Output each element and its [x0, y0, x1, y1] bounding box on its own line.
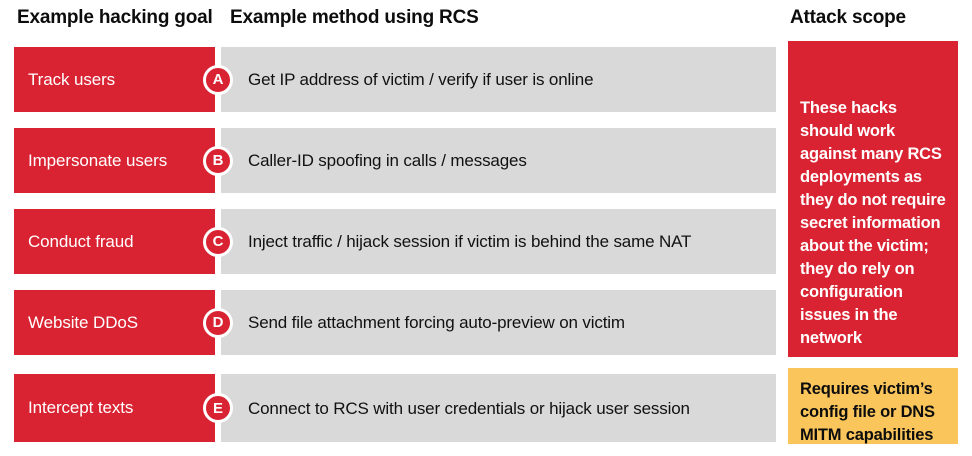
goal-cell[interactable]: Impersonate users [14, 128, 215, 193]
row-letter-badge: B [203, 145, 233, 176]
attack-scope-primary-text: These hacks should work against many RCS… [800, 99, 946, 347]
column-header-hacking-goal: Example hacking goal [17, 7, 213, 28]
method-cell[interactable]: Inject traffic / hijack session if victi… [221, 209, 776, 274]
method-cell[interactable]: Connect to RCS with user credentials or … [221, 374, 776, 442]
table-row: Conduct fraud Inject traffic / hijack ses… [0, 209, 972, 274]
table-row: Intercept texts Connect to RCS with user … [0, 374, 972, 442]
goal-label: Track users [28, 69, 116, 89]
goal-cell[interactable]: Conduct fraud [14, 209, 215, 274]
method-label: Inject traffic / hijack session if victi… [248, 232, 692, 251]
goal-label: Impersonate users [28, 150, 168, 170]
attack-scope-secondary-box: Requires victim’s config file or DNS MIT… [788, 368, 958, 444]
table-row: Impersonate users Caller-ID spoofing in c… [0, 128, 972, 193]
goal-cell[interactable]: Track users [14, 47, 215, 112]
row-letter-badge: A [203, 64, 233, 95]
row-letter-badge: E [203, 393, 233, 423]
method-label: Caller-ID spoofing in calls / messages [248, 151, 527, 170]
row-letter-badge: C [203, 226, 233, 257]
column-header-attack-scope: Attack scope [790, 7, 906, 28]
goal-cell[interactable]: Intercept texts [14, 374, 215, 442]
table-row: Website DDoS Send file attachment forcing… [0, 290, 972, 355]
method-label: Send file attachment forcing auto-previe… [248, 313, 625, 332]
goal-label: Website DDoS [28, 312, 138, 332]
attack-scope-primary-box: These hacks should work against many RCS… [788, 41, 958, 357]
attack-scope-secondary-text: Requires victim’s config file or DNS MIT… [800, 380, 935, 444]
method-cell[interactable]: Get IP address of victim / verify if use… [221, 47, 776, 112]
goal-cell[interactable]: Website DDoS [14, 290, 215, 355]
method-label: Connect to RCS with user credentials or … [248, 398, 690, 418]
table-row: Track users Get IP address of victim / ve… [0, 47, 972, 112]
goal-label: Intercept texts [28, 398, 134, 417]
method-label: Get IP address of victim / verify if use… [248, 70, 594, 89]
goal-label: Conduct fraud [28, 231, 134, 251]
method-cell[interactable]: Send file attachment forcing auto-previe… [221, 290, 776, 355]
column-header-method: Example method using RCS [230, 7, 479, 28]
row-letter-badge: D [203, 307, 233, 338]
method-cell[interactable]: Caller-ID spoofing in calls / messages [221, 128, 776, 193]
